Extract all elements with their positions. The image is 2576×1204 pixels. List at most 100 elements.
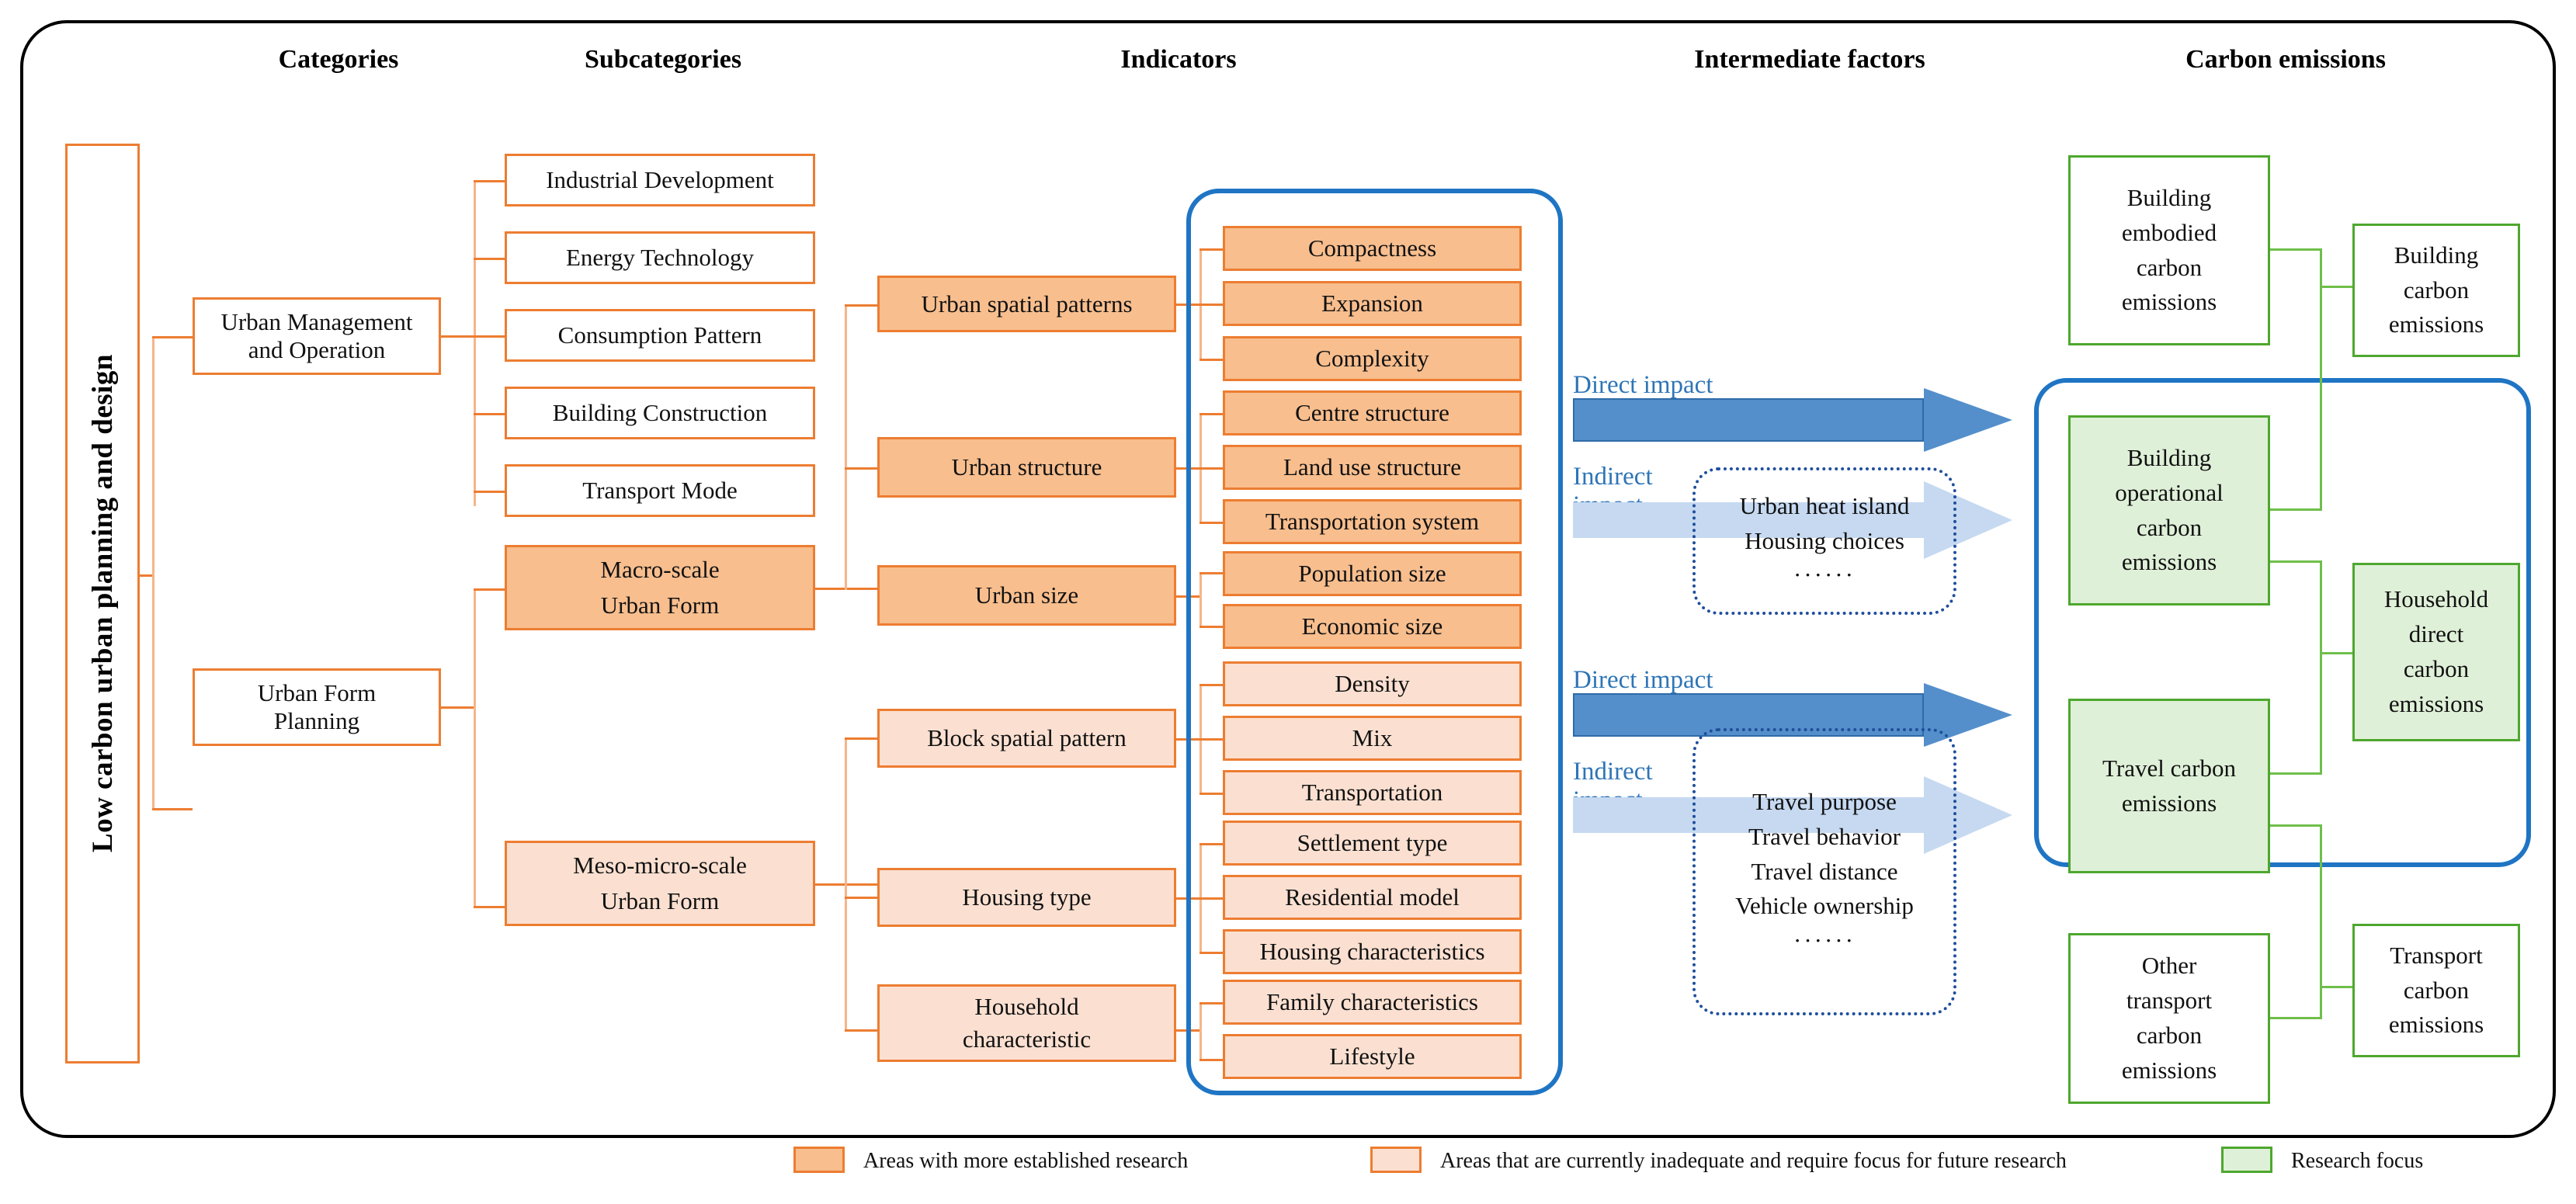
connector-cat2-out (441, 706, 475, 709)
legend-swatch-research-focus (2221, 1147, 2272, 1173)
indicator-label: Residential model (1285, 883, 1460, 911)
legend-swatch-established (793, 1147, 845, 1173)
category-urban-form-planning[interactable]: Urban Form Planning (193, 668, 441, 746)
connector-g5-i14 (1199, 952, 1231, 954)
intermediate-factor-item: Travel purpose (1752, 787, 1897, 815)
indicator-residential-model[interactable]: Residential model (1223, 875, 1522, 920)
connector-meso-g5 (845, 897, 879, 899)
connector-g3-i8 (1199, 626, 1231, 628)
connector-root-to-cat-2 (152, 808, 193, 810)
connector-meso-g4 (845, 737, 879, 740)
intermediate-factor-item: Travel distance (1751, 857, 1898, 885)
indicator-centre-structure[interactable]: Centre structure (1223, 390, 1522, 435)
indicator-label: Transportation (1301, 779, 1443, 807)
emission-label: Building operational carbon emissions (2115, 443, 2224, 576)
intermediate-factor-item: Housing choices (1745, 526, 1904, 554)
column-header-carbon-emissions: Carbon emissions (2185, 45, 2386, 74)
direct-impact-arrow-upper (1573, 388, 2012, 452)
connector-g1-i1 (1199, 248, 1231, 251)
connector-macro-bus (845, 304, 847, 590)
indicator-group-block-spatial-pattern[interactable]: Block spatial pattern (877, 709, 1176, 768)
emission-label: Other transport carbon emissions (2121, 952, 2217, 1084)
subcategory-label: Energy Technology (565, 244, 755, 272)
connector-g6-i16 (1199, 1059, 1231, 1061)
indicator-land-use-structure[interactable]: Land use structure (1223, 445, 1522, 490)
subcategory-label: Transport Mode (582, 477, 738, 505)
connector-building-total-in (2320, 286, 2354, 288)
indicator-label: Centre structure (1295, 399, 1449, 427)
connector-cat1-sub2 (474, 258, 505, 260)
connector-g1-i3 (1199, 359, 1231, 361)
indicator-group-urban-size[interactable]: Urban size (877, 565, 1176, 626)
connector-macro-g2 (845, 467, 879, 470)
indicator-label: Family characteristics (1266, 988, 1478, 1016)
emission-total-household-direct-carbon[interactable]: Household direct carbon emissions (2352, 563, 2520, 741)
indicator-expansion[interactable]: Expansion (1223, 281, 1522, 326)
connector-cat1-sub1 (474, 180, 505, 182)
indicator-label: Housing characteristics (1259, 938, 1485, 966)
direct-impact-label-lower: Direct impact (1573, 666, 1713, 694)
indicator-population-size[interactable]: Population size (1223, 551, 1522, 596)
indicator-group-urban-spatial-patterns[interactable]: Urban spatial patterns (877, 276, 1176, 332)
indicator-transportation[interactable]: Transportation (1223, 770, 1522, 815)
intermediate-factors-box-upper: Urban heat island Housing choices ······ (1692, 467, 1956, 615)
indicator-transportation-system[interactable]: Transportation system (1223, 499, 1522, 544)
indicator-economic-size[interactable]: Economic size (1223, 604, 1522, 649)
indicator-housing-characteristics[interactable]: Housing characteristics (1223, 929, 1522, 974)
subcategory-label: Building Construction (552, 399, 768, 427)
connector-g5-i12 (1199, 843, 1231, 845)
legend-text-established: Areas with more established research (863, 1149, 1189, 1173)
emission-total-label: Building carbon emissions (2388, 241, 2484, 338)
indicator-lifestyle[interactable]: Lifestyle (1223, 1034, 1522, 1079)
indicator-label: Compactness (1307, 234, 1437, 262)
subcategory-energy-technology[interactable]: Energy Technology (505, 231, 815, 284)
connector-meso-g6 (845, 1029, 879, 1032)
legend-text-inadequate: Areas that are currently inadequate and … (1440, 1149, 2067, 1173)
indicator-label: Land use structure (1283, 453, 1461, 481)
connector-household-operational-out (2270, 560, 2321, 563)
subcategory-building-construction[interactable]: Building Construction (505, 387, 815, 439)
subcategory-label: Macro-scale Urban Form (600, 555, 720, 619)
indicator-group-urban-structure[interactable]: Urban structure (877, 437, 1176, 498)
indicator-label: Economic size (1301, 612, 1443, 640)
emission-total-label: Transport carbon emissions (2388, 941, 2484, 1039)
emission-travel-carbon[interactable]: Travel carbon emissions (2068, 699, 2270, 873)
subcategory-macro-scale-urban-form[interactable]: Macro-scale Urban Form (505, 545, 815, 630)
subcategory-industrial-development[interactable]: Industrial Development (505, 154, 815, 206)
indicator-complexity[interactable]: Complexity (1223, 336, 1522, 381)
subcategory-label: Consumption Pattern (557, 321, 762, 349)
indicator-label: Density (1335, 670, 1410, 698)
connector-transport-bus (2320, 824, 2322, 1019)
emission-total-transport-carbon[interactable]: Transport carbon emissions (2352, 924, 2520, 1057)
subcategory-consumption-pattern[interactable]: Consumption Pattern (505, 309, 815, 362)
emission-building-operational-carbon[interactable]: Building operational carbon emissions (2068, 415, 2270, 605)
indicator-group-label: Block spatial pattern (927, 724, 1127, 752)
emission-other-transport-carbon[interactable]: Other transport carbon emissions (2068, 933, 2270, 1104)
indicator-mix[interactable]: Mix (1223, 716, 1522, 761)
connector-cat1-sub4 (474, 413, 505, 415)
subcategory-label: Industrial Development (546, 166, 774, 194)
subcategory-transport-mode[interactable]: Transport Mode (505, 464, 815, 517)
connector-household-travel-out (2270, 772, 2321, 775)
connector-g5-i13 (1199, 897, 1231, 900)
indicator-family-characteristics[interactable]: Family characteristics (1223, 980, 1522, 1025)
indicator-density[interactable]: Density (1223, 661, 1522, 706)
connector-g2-i5 (1199, 467, 1231, 470)
indicator-group-household-characteristic[interactable]: Household characteristic (877, 984, 1176, 1062)
emission-total-building-carbon[interactable]: Building carbon emissions (2352, 224, 2520, 357)
connector-cat2-bus (474, 588, 476, 908)
connector-household-total-in (2320, 652, 2354, 654)
connector-root-to-cat-1 (152, 336, 193, 338)
indicator-settlement-type[interactable]: Settlement type (1223, 821, 1522, 866)
emission-building-embodied-carbon[interactable]: Building embodied carbon emissions (2068, 155, 2270, 345)
connector-root-out (140, 574, 154, 577)
connector-g4-i9 (1199, 684, 1231, 686)
category-urban-management[interactable]: Urban Management and Operation (193, 297, 441, 375)
connector-transport-total-in (2320, 986, 2354, 988)
indicator-label: Population size (1298, 560, 1446, 588)
indicator-group-housing-type[interactable]: Housing type (877, 868, 1176, 927)
subcategory-meso-micro-scale-urban-form[interactable]: Meso-micro-scale Urban Form (505, 841, 815, 926)
connector-g6-i15 (1199, 1002, 1231, 1004)
indicator-compactness[interactable]: Compactness (1223, 226, 1522, 271)
indicator-label: Lifestyle (1329, 1043, 1415, 1070)
